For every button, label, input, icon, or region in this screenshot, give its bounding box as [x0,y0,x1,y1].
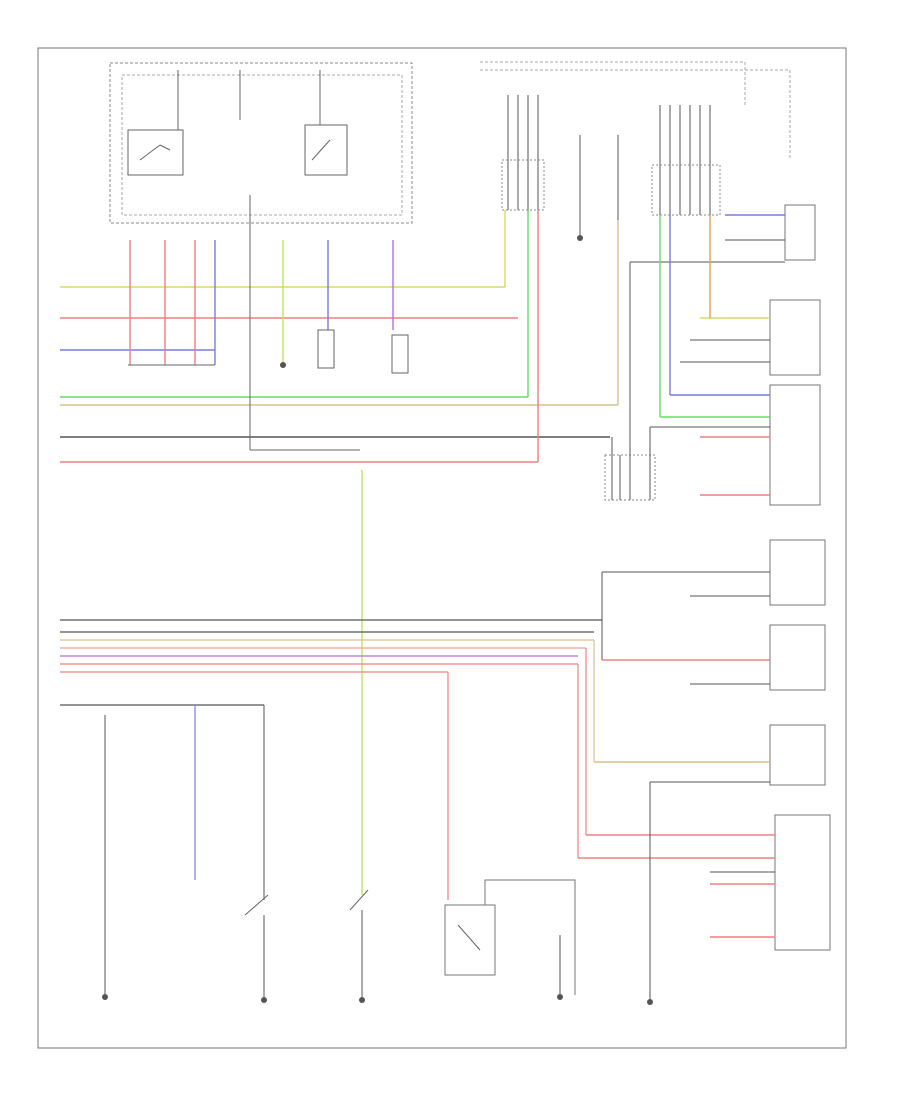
component-box-5 [769,624,826,691]
center-connector-wires [501,95,619,235]
relay-switch-right [304,124,348,176]
switch-box-right [391,334,409,374]
diagram-frame [37,47,847,1049]
lower-buses [60,619,602,995]
switch-box-left [317,329,335,369]
component-box-4 [769,539,826,606]
relay-box [109,62,413,224]
component-box-1 [784,204,816,261]
relay-drops [128,195,409,451]
component-box-3 [769,384,821,506]
top-right-boundary [480,61,791,160]
right-connector-wires [651,105,721,216]
relay-switch-left [127,129,184,176]
bottom-components [244,879,576,998]
bottom-relay [444,904,496,976]
right-components [578,204,831,1000]
component-box-2 [769,299,821,376]
component-box-6 [769,724,826,786]
upper-buses [60,210,619,463]
ground-symbols [102,235,653,1005]
component-box-7 [774,814,831,951]
